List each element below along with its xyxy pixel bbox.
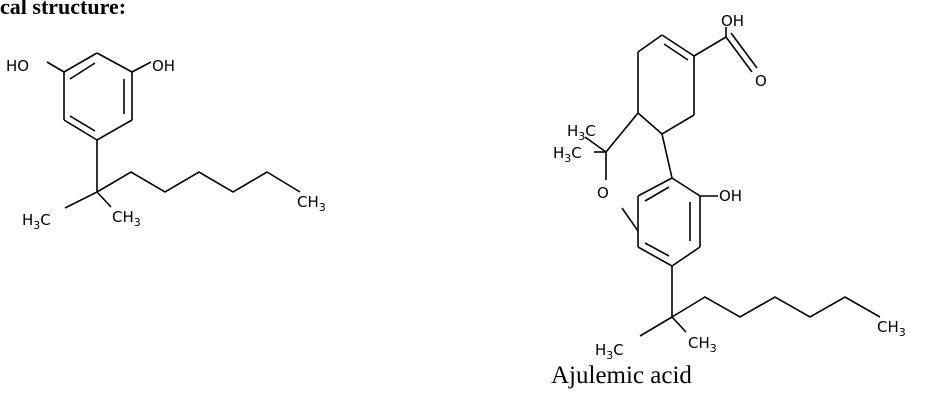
right-methyl-right-label: CH3 xyxy=(688,334,717,355)
left-methyl-left-bond xyxy=(64,191,98,209)
right-gem-methyl-1-label: H3C xyxy=(567,122,596,143)
right-acid-o-label: O xyxy=(755,72,767,90)
right-cyclohexene-ring xyxy=(637,34,695,135)
right-phenol-oh-label: OH xyxy=(719,187,742,205)
left-methyl-right-label: CH3 xyxy=(112,208,141,229)
right-carbonyl-bond-2 xyxy=(730,32,758,69)
left-benzene-ring xyxy=(63,52,133,141)
section-heading: cal structure: xyxy=(0,0,127,19)
right-methyl-left-bond xyxy=(639,316,673,337)
left-methyl-left-label: H3C xyxy=(22,211,51,232)
left-oh-label: OH xyxy=(152,57,175,75)
right-gem-methyl-2-label: H3C xyxy=(553,144,582,165)
left-methyl-right-bond xyxy=(96,191,112,208)
right-methyl-left-label: H3C xyxy=(595,341,624,362)
right-gem-methyl-bond-1 xyxy=(584,136,607,153)
right-ring-o-label: O xyxy=(597,184,609,202)
left-molecule: HO OH H3C CH3 CH3 xyxy=(6,52,326,232)
right-molecule: OH O H3C H3C O OH H3C CH3 CH3 xyxy=(553,12,906,362)
left-ho-label: HO xyxy=(6,57,29,75)
right-carboxyl-bond xyxy=(693,36,727,57)
right-benzene-ring xyxy=(637,177,701,267)
left-alkyl-chain xyxy=(96,171,301,193)
right-methyl-right-bond xyxy=(671,316,687,333)
right-pyran-ring xyxy=(605,112,673,232)
right-acid-oh-label: OH xyxy=(721,12,744,30)
right-carbonyl-bond-1 xyxy=(725,36,753,73)
left-chain-end-label: CH3 xyxy=(297,193,326,214)
right-chain-end-label: CH3 xyxy=(877,318,906,339)
compound-name-caption: Ajulemic acid xyxy=(551,362,692,389)
right-alkyl-chain xyxy=(671,296,881,318)
left-ho-bond xyxy=(46,61,65,73)
left-oh-bond xyxy=(131,61,152,73)
